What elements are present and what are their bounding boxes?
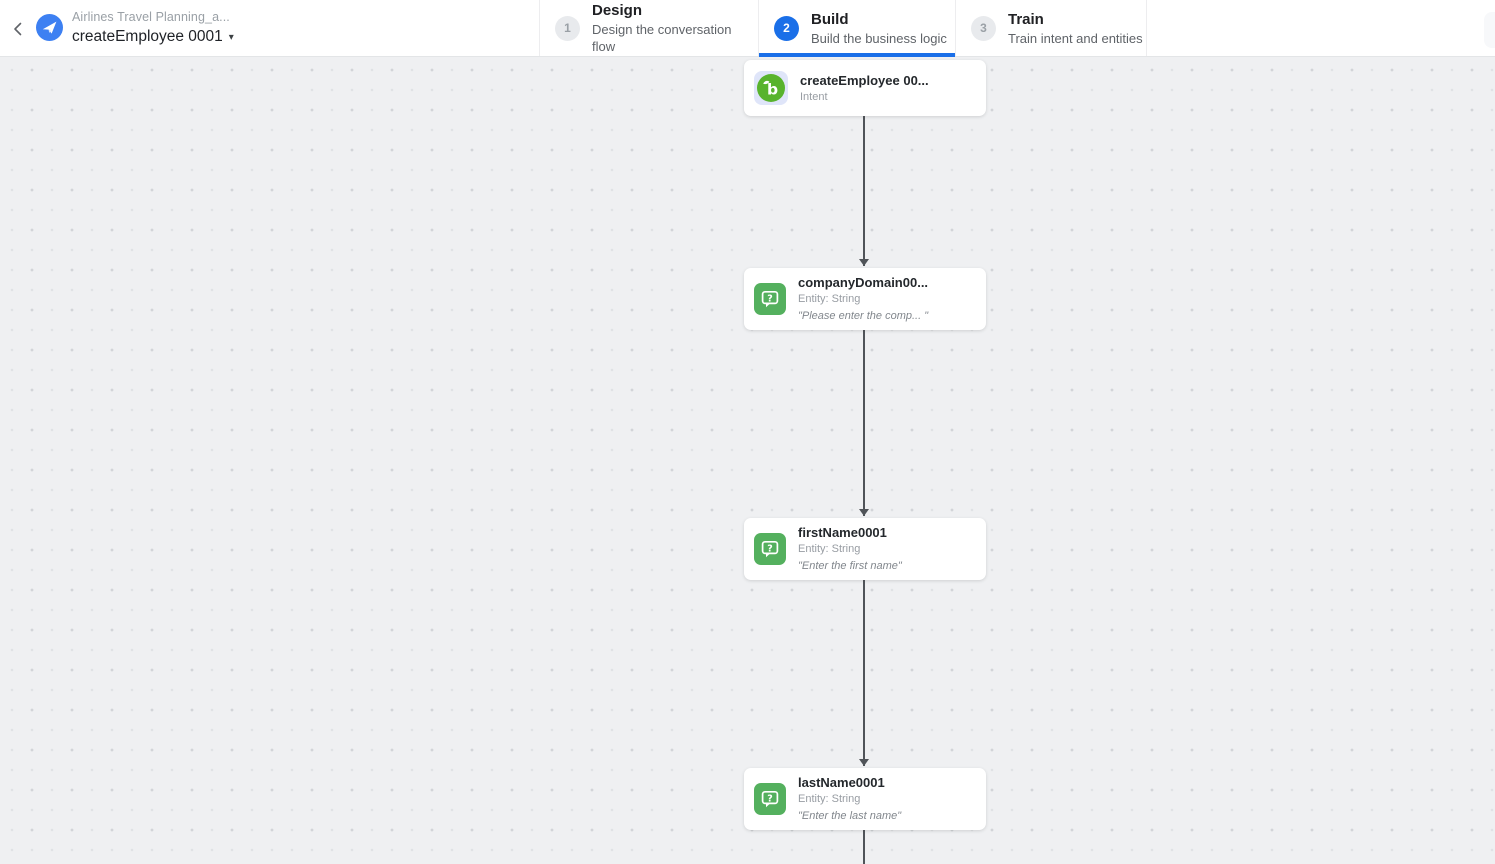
node-title: companyDomain00... bbox=[798, 275, 929, 290]
chevron-left-icon bbox=[14, 22, 22, 36]
step-title: Design bbox=[592, 2, 643, 19]
step-number-badge: 3 bbox=[971, 15, 996, 41]
step-subtitle: Build the business logic bbox=[811, 30, 947, 46]
node-prompt-text: "Enter the first name" bbox=[798, 560, 902, 572]
node-type-label: Intent bbox=[800, 90, 828, 103]
connector-line bbox=[863, 830, 865, 864]
step-tabs: 1 Design Design the conversation flow 2 … bbox=[539, 0, 1147, 57]
svg-text:?: ? bbox=[767, 543, 773, 554]
tab-design[interactable]: 1 Design Design the conversation flow bbox=[539, 0, 758, 56]
svg-text:b: b bbox=[767, 81, 778, 99]
title-block: Airlines Travel Planning_a... createEmpl… bbox=[72, 10, 234, 46]
back-button[interactable] bbox=[8, 19, 28, 39]
top-header: Airlines Travel Planning_a... createEmpl… bbox=[0, 0, 1495, 57]
app-name: Airlines Travel Planning_a... bbox=[72, 10, 230, 24]
flow-connector bbox=[856, 580, 872, 766]
step-number-badge: 1 bbox=[555, 15, 580, 41]
flow-node-entity[interactable]: ? firstName0001 Entity: String "Enter th… bbox=[744, 518, 986, 580]
step-title: Build bbox=[811, 10, 849, 28]
connector-line bbox=[863, 116, 865, 266]
app-logo-paper-plane-icon bbox=[36, 14, 63, 41]
tab-build[interactable]: 2 Build Build the business logic bbox=[758, 0, 955, 57]
flow-node-intent[interactable]: b createEmployee 00... Intent bbox=[744, 60, 986, 116]
node-type-label: Entity: String bbox=[798, 293, 861, 305]
flow-name: createEmployee 0001 bbox=[72, 28, 223, 45]
node-prompt-text: "Please enter the comp... " bbox=[798, 310, 929, 322]
flow-node-entity[interactable]: ? companyDomain00... Entity: String "Ple… bbox=[744, 268, 986, 330]
tab-train[interactable]: 3 Train Train intent and entities bbox=[955, 0, 1147, 56]
svg-text:?: ? bbox=[767, 793, 773, 804]
entity-prompt-icon: ? bbox=[754, 283, 786, 315]
node-title: lastName0001 bbox=[798, 775, 885, 790]
step-subtitle: Design the conversation flow bbox=[592, 22, 732, 54]
connector-line bbox=[863, 330, 865, 516]
arrowhead-icon bbox=[859, 509, 869, 516]
flow-connector bbox=[856, 830, 872, 864]
node-title: firstName0001 bbox=[798, 525, 887, 540]
node-type-label: Entity: String bbox=[798, 543, 861, 555]
step-subtitle: Train intent and entities bbox=[1008, 30, 1143, 46]
svg-text:?: ? bbox=[767, 293, 773, 304]
flow-connector bbox=[856, 330, 872, 516]
node-type-label: Entity: String bbox=[798, 793, 861, 805]
node-title: createEmployee 00... bbox=[800, 72, 929, 88]
arrowhead-icon bbox=[859, 259, 869, 266]
header-right-button-partial[interactable] bbox=[1484, 12, 1495, 48]
entity-prompt-icon: ? bbox=[754, 533, 786, 565]
caret-down-icon: ▾ bbox=[228, 32, 234, 43]
flow-connector bbox=[856, 116, 872, 266]
active-tab-indicator bbox=[759, 53, 955, 57]
node-prompt-text: "Enter the last name" bbox=[798, 810, 902, 822]
entity-prompt-icon: ? bbox=[754, 783, 786, 815]
step-title: Train bbox=[1008, 10, 1044, 28]
flow-name-dropdown[interactable]: createEmployee 0001 ▾ bbox=[72, 27, 234, 46]
step-number-badge: 2 bbox=[774, 15, 799, 41]
intent-bot-icon: b bbox=[754, 71, 788, 105]
flow-node-entity[interactable]: ? lastName0001 Entity: String "Enter the… bbox=[744, 768, 986, 830]
arrowhead-icon bbox=[859, 759, 869, 766]
connector-line bbox=[863, 580, 865, 766]
